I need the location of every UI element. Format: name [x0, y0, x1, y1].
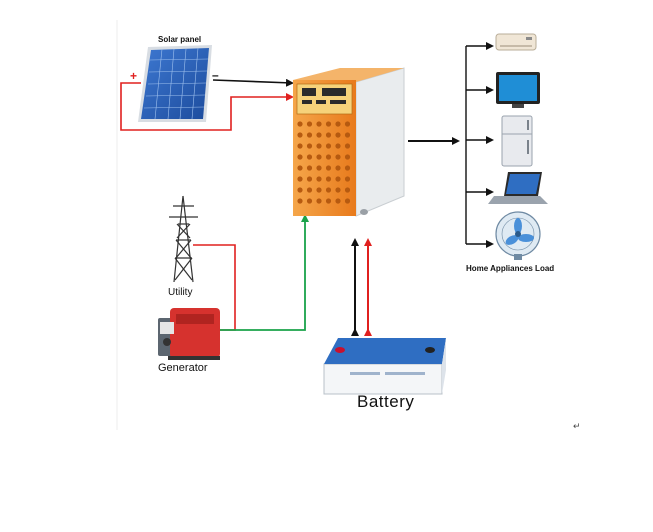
vent-hole: [335, 187, 341, 193]
vent-hole: [344, 165, 351, 171]
minus-sign: –: [212, 68, 219, 82]
battery-icon: [323, 338, 446, 395]
ac-input-wire: [213, 214, 309, 331]
vent-hole: [325, 198, 332, 204]
fridge-icon: [501, 115, 533, 167]
tv-icon: [496, 72, 540, 108]
vent-hole: [335, 198, 341, 204]
vent-hole: [344, 198, 351, 204]
vent-hole: [306, 176, 313, 182]
vent-hole: [316, 121, 322, 127]
vent-hole: [306, 132, 313, 138]
solar-negative-wire: [212, 78, 294, 87]
inverter-icon: [293, 67, 405, 217]
vent-hole: [316, 132, 322, 138]
vent-hole: [297, 198, 303, 204]
fan-icon: [495, 211, 541, 260]
vent-hole: [335, 176, 341, 182]
plus-sign: +: [130, 69, 137, 83]
vent-hole: [344, 154, 351, 160]
load-bus: [465, 42, 494, 248]
vent-hole: [316, 165, 322, 171]
vent-hole: [344, 143, 351, 149]
generator-icon: [158, 308, 220, 360]
battery-label: Battery: [357, 392, 415, 411]
generator-label: Generator: [158, 362, 208, 374]
vent-hole: [325, 121, 332, 127]
solar-panel-icon: [138, 45, 212, 122]
paragraph-mark: ↵: [573, 421, 581, 431]
vent-hole: [325, 132, 332, 138]
vent-hole: [297, 176, 303, 182]
vent-hole: [306, 154, 313, 160]
utility-label: Utility: [168, 287, 193, 298]
vent-hole: [306, 198, 313, 204]
vent-hole: [325, 176, 332, 182]
solar-panel-label: Solar panel: [158, 35, 202, 44]
air-conditioner-icon: [495, 33, 537, 51]
vent-hole: [325, 154, 332, 160]
vent-hole: [335, 121, 341, 127]
vent-hole: [344, 176, 351, 182]
vent-hole: [297, 143, 303, 149]
vent-hole: [306, 121, 313, 127]
vent-hole: [297, 132, 303, 138]
power-tower-icon: [169, 195, 198, 283]
vent-hole: [316, 176, 322, 182]
vent-hole: [297, 187, 303, 193]
vent-hole: [316, 143, 322, 149]
vent-hole: [325, 187, 332, 193]
vent-hole: [297, 121, 303, 127]
vent-hole: [306, 165, 313, 171]
vent-hole: [316, 198, 322, 204]
home-appliances-load-label: Home Appliances Load: [466, 264, 555, 273]
vent-hole: [344, 187, 351, 193]
vent-hole: [297, 165, 303, 171]
vent-hole: [335, 132, 341, 138]
vent-hole: [335, 154, 341, 160]
vent-hole: [297, 154, 303, 160]
vent-hole: [316, 187, 322, 193]
vent-hole: [344, 132, 351, 138]
vent-hole: [325, 143, 332, 149]
vent-hole: [344, 121, 351, 127]
vent-hole: [306, 143, 313, 149]
vent-hole: [335, 165, 341, 171]
vent-hole: [306, 187, 313, 193]
vent-hole: [335, 143, 341, 149]
vent-hole: [325, 165, 332, 171]
laptop-icon: [488, 172, 548, 204]
vent-hole: [316, 154, 322, 160]
solar-positive-wire: [120, 82, 294, 131]
